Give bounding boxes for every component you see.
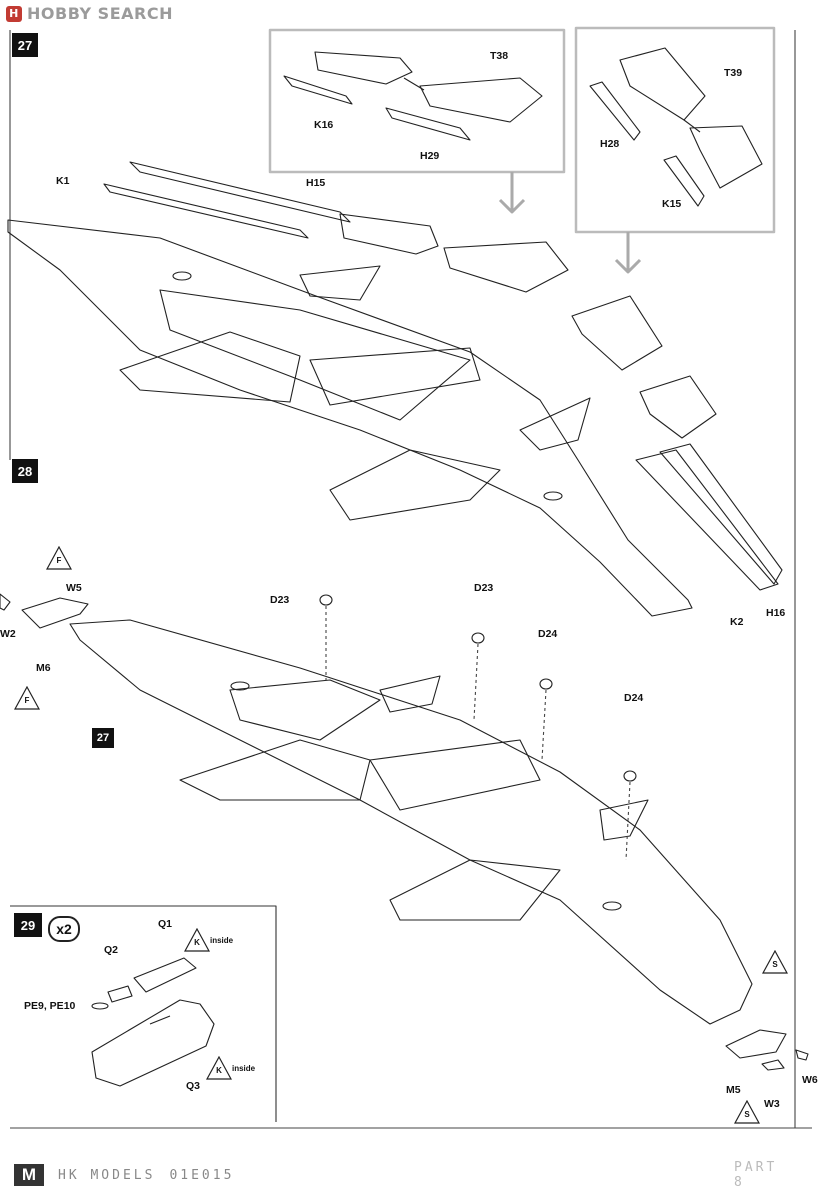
label-d23-left: D23: [270, 594, 290, 606]
part-q2: [107, 985, 133, 1003]
label-w3: W3: [764, 1098, 780, 1110]
label-h16: H16: [766, 607, 786, 619]
label-w2: W2: [0, 628, 16, 640]
label-q2: Q2: [104, 944, 119, 956]
label-t38: T38: [490, 50, 509, 62]
marker-k-icon: K: [183, 927, 211, 952]
flap-part-t39: [619, 47, 763, 189]
inset-box-left: [268, 28, 566, 174]
marker-s-icon: S: [733, 1099, 761, 1124]
down-arrow-icon: [498, 172, 526, 214]
page-footer: M HK MODELS 01E015 PART 8: [14, 1160, 774, 1190]
clear-part-w3: [761, 1059, 785, 1071]
marker-f-icon: F: [13, 685, 41, 710]
label-m6: M6: [36, 662, 51, 674]
inside-note: inside: [210, 936, 234, 945]
label-d23-right: D23: [474, 582, 494, 594]
flap-strip-h16: [635, 443, 783, 591]
hk-models-logo-icon: M: [14, 1164, 44, 1186]
part-pe9-pe10: [91, 1002, 109, 1010]
wing-lower: [69, 619, 753, 1025]
fairing-part-h29: [385, 107, 471, 141]
footer-part: PART 8: [734, 1160, 778, 1190]
label-h29: H29: [420, 150, 440, 162]
inside-note: inside: [232, 1064, 256, 1073]
step-28-number: 28: [12, 459, 38, 483]
step-27-number: 27: [12, 33, 38, 57]
footer-brand: HK MODELS: [58, 1167, 156, 1183]
flap-part-t38: [314, 51, 543, 123]
label-k15: K15: [662, 198, 682, 210]
flap-strip-h15: [103, 161, 351, 239]
down-arrow-icon: [614, 232, 642, 274]
marker-f-icon: F: [45, 545, 73, 570]
outer-flaps-right: [571, 295, 717, 439]
watermark-text: HOBBY SEARCH: [27, 4, 173, 23]
marker-k-icon: K: [205, 1055, 233, 1080]
step-29-number: 29: [14, 913, 42, 937]
clear-part-w2: [0, 593, 11, 611]
part-d23: [319, 594, 333, 606]
label-d24-left: D24: [538, 628, 558, 640]
quantity-x2-badge: x2: [48, 916, 80, 942]
label-t39: T39: [724, 67, 743, 79]
part-q1: [133, 957, 197, 993]
label-q3: Q3: [186, 1080, 201, 1092]
label-w5: W5: [66, 582, 82, 594]
label-k2: K2: [730, 616, 744, 628]
label-q1: Q1: [158, 918, 173, 930]
label-w6: W6: [802, 1074, 818, 1086]
step-27-reference: 27: [92, 728, 114, 748]
part-d23: [471, 632, 485, 644]
fairing-part-k16: [283, 75, 353, 105]
fairing-part-h28: [589, 81, 641, 141]
wing-upper: [7, 219, 693, 617]
part-d24: [623, 770, 637, 782]
hobby-search-logo-icon: [6, 5, 22, 22]
inset-box-right: [574, 26, 776, 234]
part-q3: [91, 999, 215, 1087]
part-d24: [539, 678, 553, 690]
label-k1: K1: [56, 175, 70, 187]
label-pe9-pe10: PE9, PE10: [24, 1000, 76, 1012]
label-m5: M5: [726, 1084, 741, 1096]
label-k16: K16: [314, 119, 334, 131]
label-h28: H28: [600, 138, 620, 150]
marker-s-icon: S: [761, 949, 789, 974]
watermark: HOBBY SEARCH: [6, 4, 173, 23]
wingtip-part-m5: [725, 1029, 787, 1059]
outer-flaps-upper: [339, 213, 569, 293]
footer-code: 01E015: [169, 1167, 235, 1183]
fairing-part-k15: [663, 155, 705, 207]
step-29-box: [10, 905, 277, 1122]
label-d24-right: D24: [624, 692, 644, 704]
wingtip-part-w5: [21, 597, 89, 629]
clear-part-w6: [795, 1049, 809, 1061]
label-h15: H15: [306, 177, 326, 189]
